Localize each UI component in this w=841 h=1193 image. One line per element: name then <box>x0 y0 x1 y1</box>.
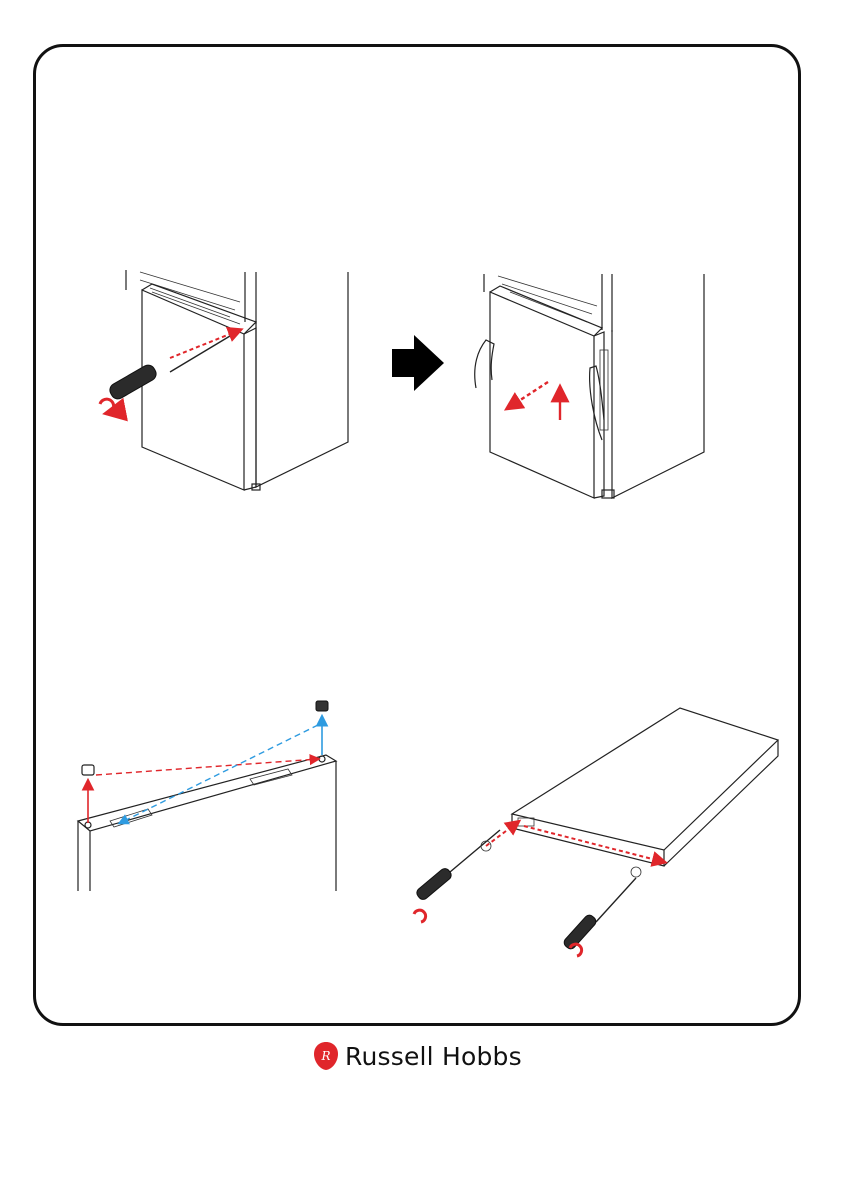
svg-text:R: R <box>320 1049 330 1063</box>
screwdriver-icon <box>414 822 518 922</box>
cap-icon <box>82 765 94 775</box>
screwdriver-icon <box>107 330 240 401</box>
hand-icon <box>590 366 604 440</box>
rotate-arrow-icon <box>100 399 114 413</box>
brand-name: Russell Hobbs <box>345 1042 522 1071</box>
illustration-unscrew-hinge <box>80 262 370 502</box>
cap-icon <box>316 701 328 711</box>
pull-arrow-icon <box>508 382 548 408</box>
fridge-icon <box>484 274 704 498</box>
rh-seal-icon: R <box>313 1041 339 1071</box>
door-top-icon <box>78 755 336 891</box>
fridge-icon <box>126 270 348 490</box>
hand-icon <box>475 340 494 388</box>
step-arrow-icon <box>390 333 446 393</box>
illustration-move-door-stop <box>400 700 790 970</box>
door-panel-icon <box>512 708 778 866</box>
brand-logo: R Russell Hobbs <box>313 1036 522 1076</box>
illustration-lift-door <box>462 270 722 510</box>
illustration-swap-caps <box>70 695 370 895</box>
